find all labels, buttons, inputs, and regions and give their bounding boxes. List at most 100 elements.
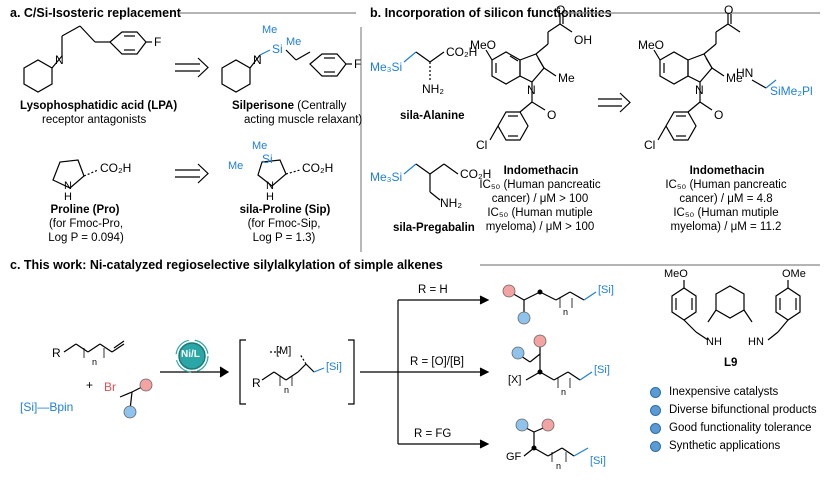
intermediate-structure: [261, 351, 325, 386]
si-bpin-text: [Si]—Bpin: [20, 400, 74, 414]
intermediate-m: [M]: [276, 345, 292, 357]
sila-alanine-structure: [403, 51, 445, 80]
indomethacin-structure-1: [485, 14, 573, 141]
lpa-n-atom: N: [55, 53, 64, 67]
indo1-cl: Cl: [476, 138, 488, 152]
product-3-si: [Si]: [590, 455, 606, 467]
indo1-n: N: [527, 83, 536, 97]
bullet-icon: [650, 440, 661, 452]
silperisone-name: Silperisone: [232, 100, 294, 112]
proline-n-atom: N: [64, 180, 72, 192]
indo2-meo: MeO: [638, 38, 665, 52]
indo2-me: Me: [726, 71, 743, 85]
lpa-subtitle: receptor antagonists: [42, 114, 147, 126]
product-1-si: [Si]: [598, 284, 614, 296]
arrow-pro-sip: [175, 163, 209, 184]
indo1-line-2: cancer) / μM > 100: [491, 193, 589, 205]
indo2-sime2pl: SiMe₂Pl: [770, 84, 813, 98]
feature-text-3: Good functionality tolerance: [669, 422, 812, 434]
proline-h-atom: H: [64, 191, 72, 203]
sip-name: sila-Proline (Sip): [239, 204, 331, 216]
condition-2: R = [O]/[B]: [410, 356, 465, 368]
ligand-ome: OMe: [782, 268, 806, 280]
sip-line-3: Log P = 1.3): [252, 232, 316, 244]
indo2-o2: O: [714, 108, 724, 122]
feature-item-1: Inexpensive catalysts: [650, 386, 817, 398]
indo2-line-2: cancer) / μM = 4.8: [679, 193, 773, 205]
indomethacin-structure-2: [653, 14, 777, 141]
feature-text-1: Inexpensive catalysts: [669, 386, 779, 398]
indo2-hn: HN: [736, 66, 754, 80]
sip-h-atom: H: [266, 191, 274, 203]
indomethacin-name-2: Indomethacin: [689, 165, 765, 177]
sip-si-atom: Si: [262, 152, 273, 166]
product-2-n: n: [561, 387, 567, 397]
product-2-x: [X]: [508, 374, 522, 386]
alkene-n: n: [92, 357, 98, 367]
indo1-oh: OH: [574, 33, 592, 47]
bracket-left: [239, 339, 246, 405]
indo1-line-4: myeloma) / μM > 100: [485, 221, 595, 233]
indo1-line-1: IC₅₀ (Human pancreatic: [479, 179, 601, 191]
si-bpin-label: [Si]—Bpin: [20, 400, 73, 414]
bromide-br: Br: [104, 380, 116, 394]
product-1-n: n: [563, 307, 569, 317]
proline-line-2: (for Fmoc-Pro,: [48, 218, 124, 230]
product-2-structure: [517, 342, 593, 388]
indo1-line-3: IC₅₀ (Human mutiple: [487, 207, 593, 219]
ligand-l9-structure: [671, 280, 801, 341]
panel-a-title: a. C/Si-Isosteric replacement: [10, 6, 181, 20]
spreg-co2h: CO₂H: [460, 167, 492, 181]
spreg-me3si: Me₃Si: [370, 170, 403, 184]
proline-co2h: CO₂H: [100, 161, 132, 175]
condition-1: R = H: [418, 284, 448, 296]
sip-line-2: (for Fmoc-Sip,: [247, 218, 321, 230]
indo1-meo: MeO: [470, 38, 497, 52]
indo1-o2: O: [547, 108, 557, 122]
sala-co2h: CO₂H: [446, 45, 478, 59]
product-1-structure: [509, 291, 597, 316]
proline-line-3: Log P = 0.094): [48, 232, 124, 244]
sila-pregabalin-structure: [403, 163, 459, 201]
alkene-r: R: [52, 346, 61, 360]
panel-c-title: c. This work: Ni-catalyzed regioselectiv…: [10, 258, 443, 272]
proline-structure: [52, 159, 99, 189]
silperisone-si-atom: Si: [272, 42, 283, 56]
intermediate-n: n: [284, 385, 290, 395]
feature-item-4: Synthetic applications: [650, 440, 817, 452]
proline-name: Proline (Pro): [50, 204, 120, 216]
silperisone-n-atom: N: [253, 53, 262, 67]
arrow-lpa-silperisone: [175, 57, 209, 78]
indo1-me: Me: [558, 71, 575, 85]
ligand-hn: HN: [748, 336, 764, 348]
sip-n-atom: N: [266, 180, 274, 192]
product-3-gf: GF: [506, 451, 522, 463]
panel-b-title: b. Incorporation of silicon functionalit…: [370, 6, 612, 20]
ni-l-catalyst-icon: [175, 339, 209, 373]
indo2-o: O: [724, 3, 734, 17]
silperisone-f-atom: F: [354, 57, 362, 71]
sila-proline-structure: [257, 159, 301, 187]
sala-nh2: NH₂: [422, 82, 444, 96]
condition-3: R = FG: [414, 428, 452, 440]
lpa-f-atom: F: [154, 35, 162, 49]
bracket-right: [348, 339, 355, 405]
silperisone-me-1: Me: [262, 24, 278, 36]
sip-me-1: Me: [252, 140, 268, 152]
product-3-structure: [521, 425, 589, 462]
sila-pregabalin-name: sila-Pregabalin: [393, 222, 475, 234]
product-3-n: n: [556, 461, 562, 471]
spreg-nh2: NH₂: [440, 196, 462, 210]
product-2-si: [Si]: [594, 364, 610, 376]
indo2-n: N: [695, 83, 704, 97]
feature-item-3: Good functionality tolerance: [650, 422, 817, 434]
bullet-icon: [650, 404, 661, 416]
indo1-o: O: [556, 3, 566, 17]
feature-item-2: Diverse bifunctional products: [650, 404, 817, 416]
silperisone-me-2: Me: [286, 36, 302, 48]
intermediate-si: [Si]: [326, 361, 342, 373]
silperisone-label: Silperisone (Centrally: [232, 100, 346, 112]
silperisone-structure: [221, 49, 352, 93]
sip-me-2: Me: [228, 160, 244, 172]
sala-me3si: Me₃Si: [370, 60, 403, 74]
